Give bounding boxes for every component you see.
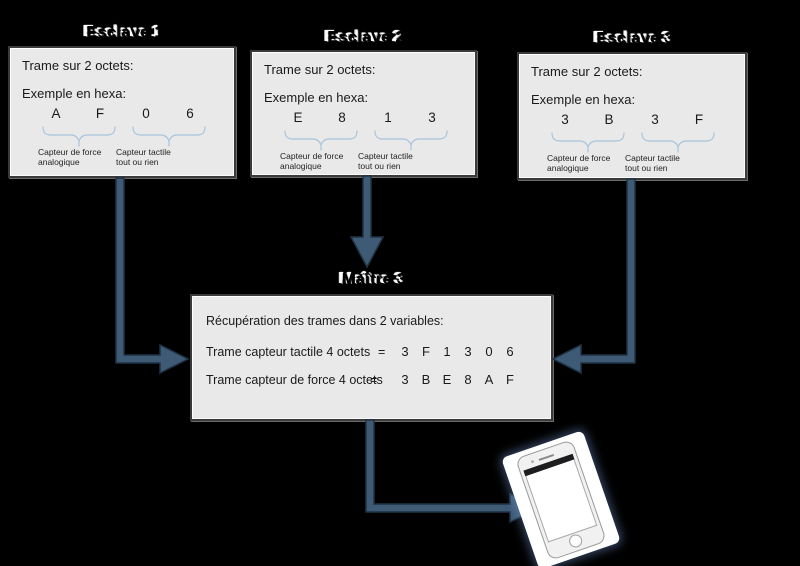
- equals-sign: =: [378, 345, 386, 359]
- equals-sign: =: [370, 373, 378, 387]
- hex-digit: F: [95, 106, 105, 121]
- tactile-sensor-label: Capteur tactile tout ou rien: [625, 153, 680, 173]
- arrow-slave2-to-master-icon: [349, 175, 385, 269]
- hex-digit: A: [51, 106, 61, 121]
- hex-digit: 3: [428, 110, 436, 125]
- tactile-sensor-label: Capteur tactile tout ou rien: [358, 151, 413, 171]
- force-sensor-label: Capteur de force analogique: [280, 151, 344, 171]
- hex-digit: 3: [651, 112, 659, 127]
- hex-digit: F: [422, 344, 430, 359]
- slave-1-title: Esclave 1: [37, 23, 210, 42]
- phone-camera-icon: [530, 459, 535, 464]
- tactile-frame-label: Trame capteur tactile 4 octets: [206, 345, 371, 359]
- force-sensor-label: Capteur de force analogique: [38, 147, 102, 167]
- hex-digit: E: [293, 110, 303, 125]
- hex-digit: B: [421, 372, 431, 387]
- underbrace-icon: [42, 126, 116, 147]
- underbrace-icon: [284, 130, 358, 151]
- master-title: Maître 3: [286, 270, 459, 289]
- hex-digit: 3: [464, 344, 472, 359]
- master-intro-text: Récupération des trames dans 2 variables…: [206, 314, 444, 328]
- hex-digit: 0: [485, 344, 493, 359]
- hex-digit: F: [694, 112, 704, 127]
- force-frame-label: Trame capteur de force 4 octets: [206, 373, 383, 387]
- hex-digit: E: [442, 372, 452, 387]
- hex-digit: F: [506, 372, 514, 387]
- slave-box-3: Trame sur 2 octets: Exemple en hexa: 3 B…: [517, 52, 747, 180]
- hex-digit: 3: [401, 372, 409, 387]
- arrow-slave3-to-master-icon: [551, 178, 636, 375]
- hex-digit: 3: [561, 112, 569, 127]
- slave-box-2: Trame sur 2 octets: Exemple en hexa: E 8…: [250, 50, 477, 177]
- hex-digit: A: [484, 372, 494, 387]
- hex-digit: 3: [401, 344, 409, 359]
- frame-size-text: Trame sur 2 octets:: [531, 64, 643, 79]
- phone-home-button-icon: [567, 532, 584, 550]
- hexa-example-text: Exemple en hexa:: [531, 92, 636, 107]
- hexa-example-text: Exemple en hexa:: [22, 86, 127, 101]
- hex-digit: 1: [443, 344, 451, 359]
- underbrace-icon: [374, 130, 448, 151]
- slave-3-title: Esclave 3: [547, 29, 720, 48]
- tactile-sensor-label: Capteur tactile tout ou rien: [116, 147, 171, 167]
- hex-digit: 8: [338, 110, 346, 125]
- hex-digit: 6: [506, 344, 514, 359]
- hex-digit: 6: [186, 106, 194, 121]
- slave-2-title: Esclave 2: [278, 28, 451, 47]
- slave-box-1: Trame sur 2 octets: Exemple en hexa: A F…: [8, 46, 236, 178]
- hex-digit: 1: [384, 110, 392, 125]
- underbrace-icon: [132, 126, 206, 147]
- hex-digit: B: [604, 112, 614, 127]
- frame-size-text: Trame sur 2 octets:: [22, 58, 134, 73]
- hex-digit: 8: [464, 372, 472, 387]
- arrow-slave1-to-master-icon: [115, 177, 190, 375]
- hexa-example-text: Exemple en hexa:: [264, 90, 369, 105]
- underbrace-icon: [641, 132, 715, 153]
- force-sensor-label: Capteur de force analogique: [547, 153, 611, 173]
- underbrace-icon: [551, 132, 625, 153]
- hex-digit: 0: [142, 106, 150, 121]
- frame-size-text: Trame sur 2 octets:: [264, 62, 376, 77]
